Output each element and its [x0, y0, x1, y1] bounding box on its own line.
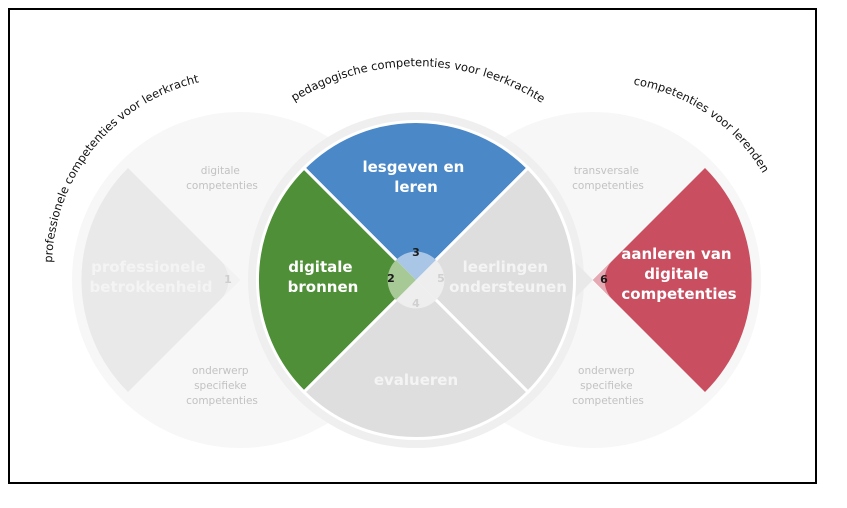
number-2: 2 — [387, 272, 395, 285]
note-right-bottom: onderwerp specifieke competenties — [572, 365, 644, 407]
arc-title-center: pedagogische competenties voor leerkrach… — [0, 0, 548, 106]
note-right-top: transversale competenties — [572, 165, 644, 192]
number-1: 1 — [224, 273, 232, 286]
badge-5-bg — [416, 260, 445, 300]
segment-digital-resources — [255, 165, 419, 395]
label-assessment: evalueren — [374, 371, 458, 389]
badge-6-bg — [593, 260, 613, 300]
badge-2-bg — [387, 260, 416, 300]
label-empowering-learners: leerlingen ondersteunen — [449, 258, 567, 296]
label-facilitating-competence: aanleren van digitale competenties — [621, 245, 737, 303]
label-teaching-learning: lesgeven en leren — [362, 158, 469, 196]
badge-3-bg — [396, 251, 436, 280]
label-professional-engagement: professionele betrokkenheid — [90, 258, 213, 296]
number-3: 3 — [412, 246, 420, 259]
segment-assessment — [301, 277, 531, 441]
number-4: 4 — [412, 297, 420, 310]
segment-empowering-learners — [413, 165, 577, 395]
segment-teaching-learning — [301, 119, 531, 283]
badge-4-bg — [396, 280, 436, 309]
segment-facilitating-competence — [593, 168, 752, 392]
label-digital-resources: digitale bronnen — [288, 258, 359, 296]
note-left-top: digitale competenties — [186, 165, 258, 192]
number-6: 6 — [600, 273, 608, 286]
number-5: 5 — [437, 272, 445, 285]
note-left-bottom: onderwerp specifieke competenties — [186, 365, 258, 407]
badge-1-bg — [220, 260, 240, 300]
segment-professional-engagement — [81, 168, 240, 392]
